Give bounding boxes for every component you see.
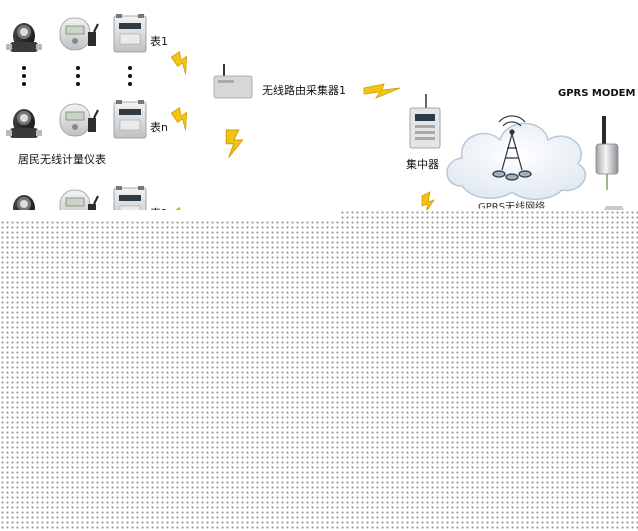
meter-label-1: 表1 <box>150 35 168 48</box>
heat-meter-icon <box>59 103 99 137</box>
gas-meter-icon <box>113 99 147 139</box>
water-meter-icon <box>6 109 42 138</box>
lightning-icon <box>225 129 243 158</box>
heat-meter-icon <box>59 17 99 51</box>
gas-meter-icon <box>113 13 147 53</box>
router-label: 无线路由采集器1 <box>262 84 346 97</box>
lightning-icon <box>421 191 435 213</box>
modem-label: GPRS MODEM <box>558 88 636 99</box>
meter-row-1 <box>6 13 147 53</box>
concentrator-label: 集中器 <box>406 158 439 171</box>
water-meter-icon <box>6 23 42 52</box>
meter-label-n: 表n <box>150 121 168 134</box>
network-label: GPRS无线网络 <box>478 202 546 213</box>
modem-icon <box>595 116 619 190</box>
ellipsis-dots <box>22 66 132 86</box>
meter-group-label: 居民无线计量仪表 <box>18 153 106 166</box>
dotted-overlay-gap <box>0 210 340 220</box>
concentrator-icon <box>409 94 441 149</box>
tower-icon <box>492 115 532 181</box>
lightning-icon <box>363 83 401 99</box>
lightning-icon <box>170 105 196 132</box>
dotted-overlay <box>0 210 638 531</box>
modem-base-icon <box>604 206 624 210</box>
router-icon <box>213 64 253 99</box>
meter-row-n <box>6 99 147 139</box>
cloud-icon <box>446 122 586 200</box>
lightning-icon <box>170 49 196 76</box>
